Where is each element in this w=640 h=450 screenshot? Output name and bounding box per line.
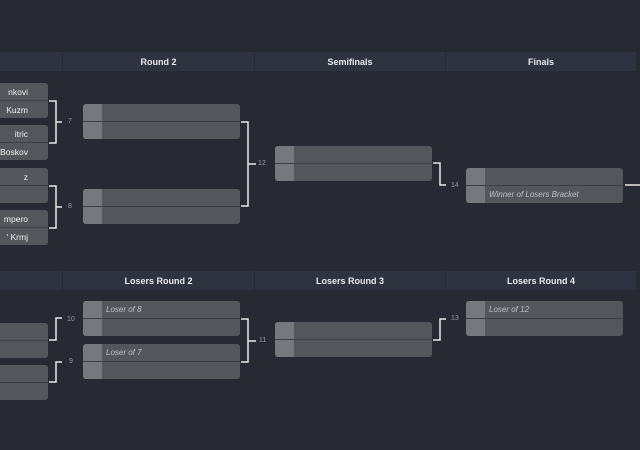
header-round-1 <box>0 52 62 71</box>
match-number: 8 <box>68 203 72 210</box>
match-final[interactable]: Winner of Losers Bracket <box>466 168 623 203</box>
match-lr1-a[interactable] <box>0 323 48 358</box>
match-losers-round3[interactable] <box>275 322 432 357</box>
seed-cell <box>83 104 102 121</box>
seed-cell <box>466 186 485 203</box>
match-number: 12 <box>258 160 266 167</box>
match-lr1-b[interactable] <box>0 365 48 400</box>
seed-cell <box>83 189 102 206</box>
seed-cell <box>275 146 294 163</box>
header-round-2: Round 2 <box>63 52 254 71</box>
player-name: mpero <box>3 213 28 224</box>
seed-cell <box>83 207 102 224</box>
header-finals: Finals <box>446 52 636 71</box>
seed-cell <box>275 322 294 339</box>
player-name: nkovi <box>8 86 28 97</box>
player-name: itric <box>14 128 28 139</box>
match-losers-round2-a[interactable]: Loser of 8 <box>83 301 240 336</box>
seed-cell <box>466 168 485 185</box>
seed-cell <box>83 319 102 336</box>
seed-cell <box>83 301 102 318</box>
player-name: Boskov <box>0 146 28 157</box>
match-semifinal[interactable] <box>275 146 432 181</box>
match-round2-a[interactable] <box>83 104 240 139</box>
header-semifinals: Semifinals <box>255 52 445 71</box>
seed-cell <box>83 122 102 139</box>
match-number: 13 <box>451 315 459 322</box>
seed-cell <box>466 301 485 318</box>
match-round2-b[interactable] <box>83 189 240 224</box>
header-losers-round-4: Losers Round 4 <box>446 271 636 290</box>
seed-cell <box>83 344 102 361</box>
header-losers-round-1 <box>0 271 62 290</box>
player-name: z <box>23 171 28 182</box>
match-losers-round2-b[interactable]: Loser of 7 <box>83 344 240 379</box>
header-losers-round-3: Losers Round 3 <box>255 271 445 290</box>
seed-cell <box>275 164 294 181</box>
placeholder-name: Winner of Losers Bracket <box>489 190 579 199</box>
placeholder-name: Loser of 12 <box>489 305 530 314</box>
player-name: Kuzm <box>6 104 28 115</box>
player-name: ' Krmj <box>6 231 28 242</box>
seed-cell <box>83 362 102 379</box>
header-losers-round-2: Losers Round 2 <box>63 271 254 290</box>
seed-cell <box>275 340 294 357</box>
match-number: 7 <box>68 118 72 125</box>
match-number: 9 <box>69 358 73 365</box>
match-number: 11 <box>259 337 267 344</box>
match-number: 10 <box>67 316 75 323</box>
match-losers-round4[interactable]: Loser of 12 <box>466 301 623 336</box>
match-r1-c[interactable]: z <box>0 168 48 203</box>
placeholder-name: Loser of 8 <box>106 305 142 314</box>
match-r1-d[interactable]: mpero ' Krmj <box>0 210 48 245</box>
placeholder-name: Loser of 7 <box>106 348 142 357</box>
seed-cell <box>466 319 485 336</box>
match-number: 14 <box>451 182 459 189</box>
